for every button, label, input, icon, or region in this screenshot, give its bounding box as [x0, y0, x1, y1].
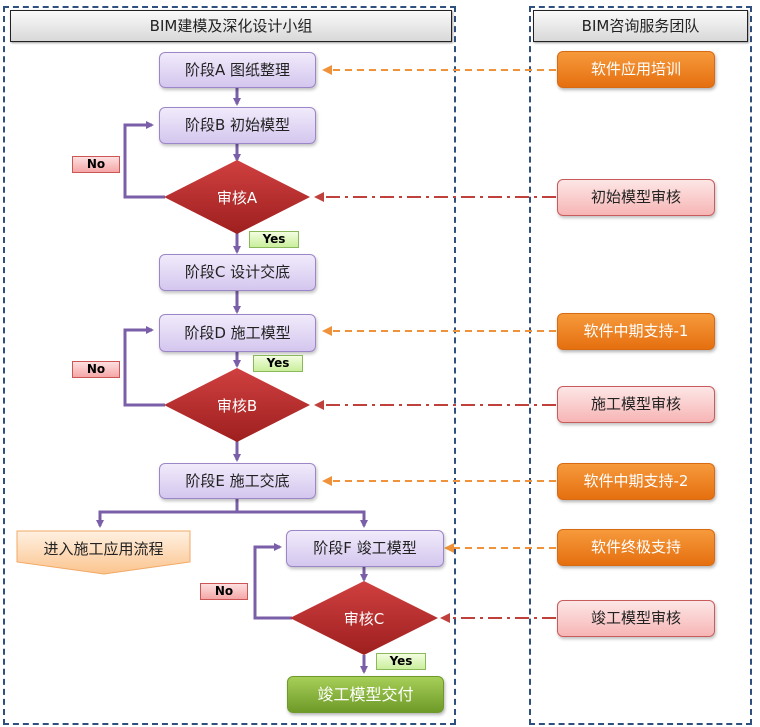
lane-header-modeling-team: BIM建模及深化设计小组 [10, 10, 452, 42]
review-b-yes-tag: Yes [253, 355, 303, 372]
flow-review-c-no-loop [253, 543, 292, 620]
software-final-support[interactable]: 软件终极支持 [557, 529, 715, 566]
completion-model-review[interactable]: 竣工模型审核 [557, 600, 715, 637]
flow-e-to-f [237, 510, 368, 528]
software-training[interactable]: 软件应用培训 [557, 51, 715, 88]
lane-consulting-team [529, 6, 752, 725]
entry-shape [16, 530, 191, 575]
completion-model-delivery[interactable]: 竣工模型交付 [287, 676, 444, 713]
construction-model-review[interactable]: 施工模型审核 [557, 386, 715, 423]
initial-model-review[interactable]: 初始模型审核 [557, 179, 715, 216]
review-c-no-tag: No [200, 583, 248, 600]
stage-d-construction-model[interactable]: 阶段D 施工模型 [159, 314, 316, 352]
lane-header-consulting-team: BIM咨询服务团队 [533, 10, 748, 42]
flow-review-a-no-loop [123, 121, 165, 199]
flow-review-b-no-loop [123, 326, 165, 407]
review-a-diamond [164, 160, 310, 234]
stage-b-initial-model[interactable]: 阶段B 初始模型 [159, 107, 316, 144]
stage-c-design-disclosure[interactable]: 阶段C 设计交底 [159, 254, 316, 291]
review-c-label[interactable]: 审核C [343, 610, 385, 628]
entry-label: 进入施工应用流程 [43, 540, 164, 558]
flow-e-to-entry [96, 510, 237, 528]
software-mid-support-2[interactable]: 软件中期支持-2 [557, 463, 715, 500]
review-a-label[interactable]: 审核A [216, 189, 258, 207]
review-b-label[interactable]: 审核B [216, 397, 258, 415]
enter-construction-application-process[interactable]: 进入施工应用流程 [16, 530, 191, 575]
lane-modeling-team [3, 6, 456, 725]
review-c-yes-tag: Yes [376, 653, 426, 670]
stage-f-completion-model[interactable]: 阶段F 竣工模型 [286, 530, 444, 567]
stage-e-construction-disclosure[interactable]: 阶段E 施工交底 [159, 463, 316, 499]
stage-a-drawing-organize[interactable]: 阶段A 图纸整理 [159, 52, 316, 88]
review-a-yes-tag: Yes [249, 231, 299, 248]
review-c-diamond [290, 581, 438, 655]
software-mid-support-1[interactable]: 软件中期支持-1 [557, 313, 715, 350]
review-b-no-tag: No [72, 361, 120, 378]
review-b-diamond [164, 368, 310, 442]
review-a-no-tag: No [72, 156, 120, 173]
